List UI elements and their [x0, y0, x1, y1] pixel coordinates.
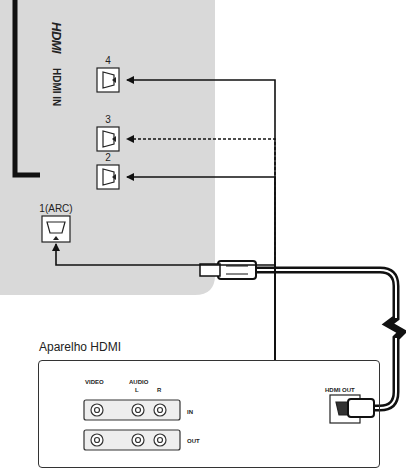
hdmi-device: Aparelho HDMIVIDEOAUDIOLRINOUTHDMI OUT — [38, 360, 380, 468]
hdmi-in-port: 1(ARC) — [24, 203, 88, 243]
jack-label: AUDIO — [129, 379, 148, 386]
panel-label: HDMI IN — [51, 68, 62, 106]
jack-label: L — [135, 387, 139, 394]
hdmi-in-port: 4 — [90, 55, 126, 93]
jack-label: VIDEO — [85, 379, 104, 386]
connection-arrow — [127, 80, 275, 360]
port-number: 1(ARC) — [39, 203, 72, 215]
hdmi-in-port: 2 — [90, 152, 126, 190]
hdmi-in-port: 3 — [90, 114, 126, 152]
panel-bracket — [15, 0, 40, 175]
tv-panel — [0, 0, 215, 295]
port-number: 2 — [105, 152, 111, 164]
jack-label: IN — [187, 409, 193, 416]
hdmi-port-icon — [96, 164, 120, 190]
port-number: 4 — [105, 55, 111, 67]
jack-label: OUT — [187, 438, 200, 445]
tv-hdmi-panel: HDMI IN HDMI 4 3 2 1(ARC) — [0, 0, 215, 295]
hdmi-port-icon — [41, 215, 71, 243]
jack-label: HDMI OUT — [325, 387, 355, 394]
device-title: Aparelho HDMI — [39, 340, 121, 354]
connection-arrow — [127, 139, 275, 360]
hdmi-port-icon — [96, 126, 120, 152]
port-number: 3 — [105, 114, 111, 126]
hdmi-logo: HDMI — [49, 22, 64, 53]
hdmi-cable — [200, 261, 402, 417]
rca-jacks — [84, 400, 180, 450]
jack-label: R — [157, 387, 161, 394]
hdmi-port-icon — [96, 67, 120, 93]
connection-arrow — [127, 177, 275, 360]
